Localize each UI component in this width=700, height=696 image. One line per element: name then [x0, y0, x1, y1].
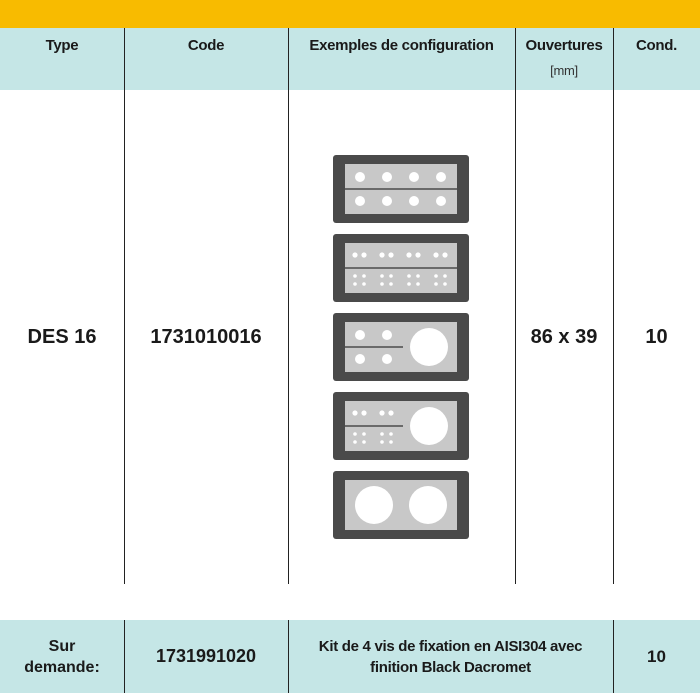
configuration-examples: [333, 155, 469, 550]
cell-type: DES 16: [27, 325, 97, 348]
config-pin-holes-image: [333, 234, 469, 302]
cell-code: 1731010016: [150, 325, 262, 348]
cell-openings: 86 x 39: [530, 325, 598, 348]
footer-code: 1731991020: [155, 646, 257, 666]
footer-row: [0, 620, 700, 693]
column-divider: [515, 28, 516, 584]
header-cond: Cond.: [636, 37, 677, 54]
header-openings: Ouvertures [mm]: [515, 28, 613, 90]
footer-cond: 10: [647, 646, 666, 666]
column-divider: [124, 620, 125, 693]
footer-description: Kit de 4 vis de fixation en AISI304 avec…: [318, 637, 583, 676]
config-pins-large-image: [333, 392, 469, 460]
column-divider: [288, 620, 289, 693]
header-type: Type: [45, 37, 79, 54]
column-divider: [124, 28, 125, 584]
accent-bar: [0, 0, 700, 28]
column-divider: [288, 28, 289, 584]
footer-type: Sur demande:: [24, 637, 100, 676]
table-header: [0, 28, 700, 90]
header-config: Exemples de configuration: [309, 37, 494, 54]
cell-cond: 10: [645, 325, 668, 348]
header-openings-unit: [mm]: [550, 63, 578, 78]
header-code: Code: [187, 37, 225, 54]
column-divider: [613, 28, 614, 584]
column-divider: [613, 620, 614, 693]
config-2-large-image: [333, 471, 469, 539]
config-4-holes-large-image: [333, 313, 469, 381]
config-8-holes-image: [333, 155, 469, 223]
